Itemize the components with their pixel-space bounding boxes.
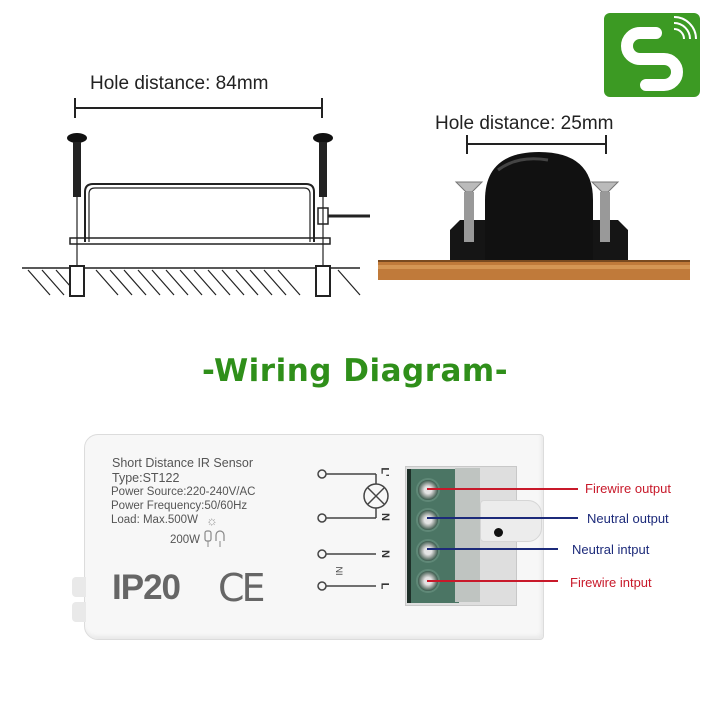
mounting-ear (480, 500, 542, 542)
power-frequency: Power Frequency:50/60Hz (111, 500, 248, 512)
device-tab-upper (72, 577, 86, 597)
schematic-letter-l-prime: L' (378, 467, 391, 477)
wiring-schematic (317, 469, 389, 591)
load-alt: 200W (170, 534, 201, 546)
schematic-letter-n-out: N (378, 513, 391, 521)
section-title: -Wiring Diagram- (202, 353, 509, 389)
terminal-screw-3 (416, 539, 440, 563)
power-source: Power Source:220-240V/AC (111, 486, 256, 498)
label-firewire-input: Firewire intput (570, 575, 652, 590)
sun-lamp-icon: ☼ (206, 513, 218, 528)
mounting-drawing-84mm (22, 98, 370, 297)
schematic-input-label: IN (334, 566, 345, 576)
device-type: Type:ST122 (112, 471, 180, 485)
label-neutral-output: Neutral output (587, 511, 669, 526)
mounting-drawing-25mm (378, 135, 690, 280)
mounting-hole (494, 528, 503, 537)
brand-logo (604, 13, 700, 97)
label-neutral-input: Neutral intput (572, 542, 650, 557)
wire-leaders (427, 488, 578, 582)
terminal-screw-2 (416, 508, 440, 532)
bulb-icons (204, 530, 225, 547)
terminal-inner-wall (455, 468, 480, 602)
schematic-letter-n-in: N (378, 550, 391, 558)
device-tab-lower (72, 602, 86, 622)
ip-rating: IP20 (112, 568, 181, 607)
device-name: Short Distance IR Sensor (112, 456, 254, 470)
label-firewire-output: Firewire output (585, 481, 671, 496)
schematic-letter-l-in: L (378, 582, 391, 590)
hole-distance-label-25mm: Hole distance: 25mm (435, 113, 614, 134)
brand-s-wifi-logo-icon (621, 16, 697, 91)
ce-mark: CE (218, 566, 266, 610)
load-max: Load: Max.500W (111, 514, 198, 526)
hole-distance-label-84mm: Hole distance: 84mm (90, 73, 269, 94)
